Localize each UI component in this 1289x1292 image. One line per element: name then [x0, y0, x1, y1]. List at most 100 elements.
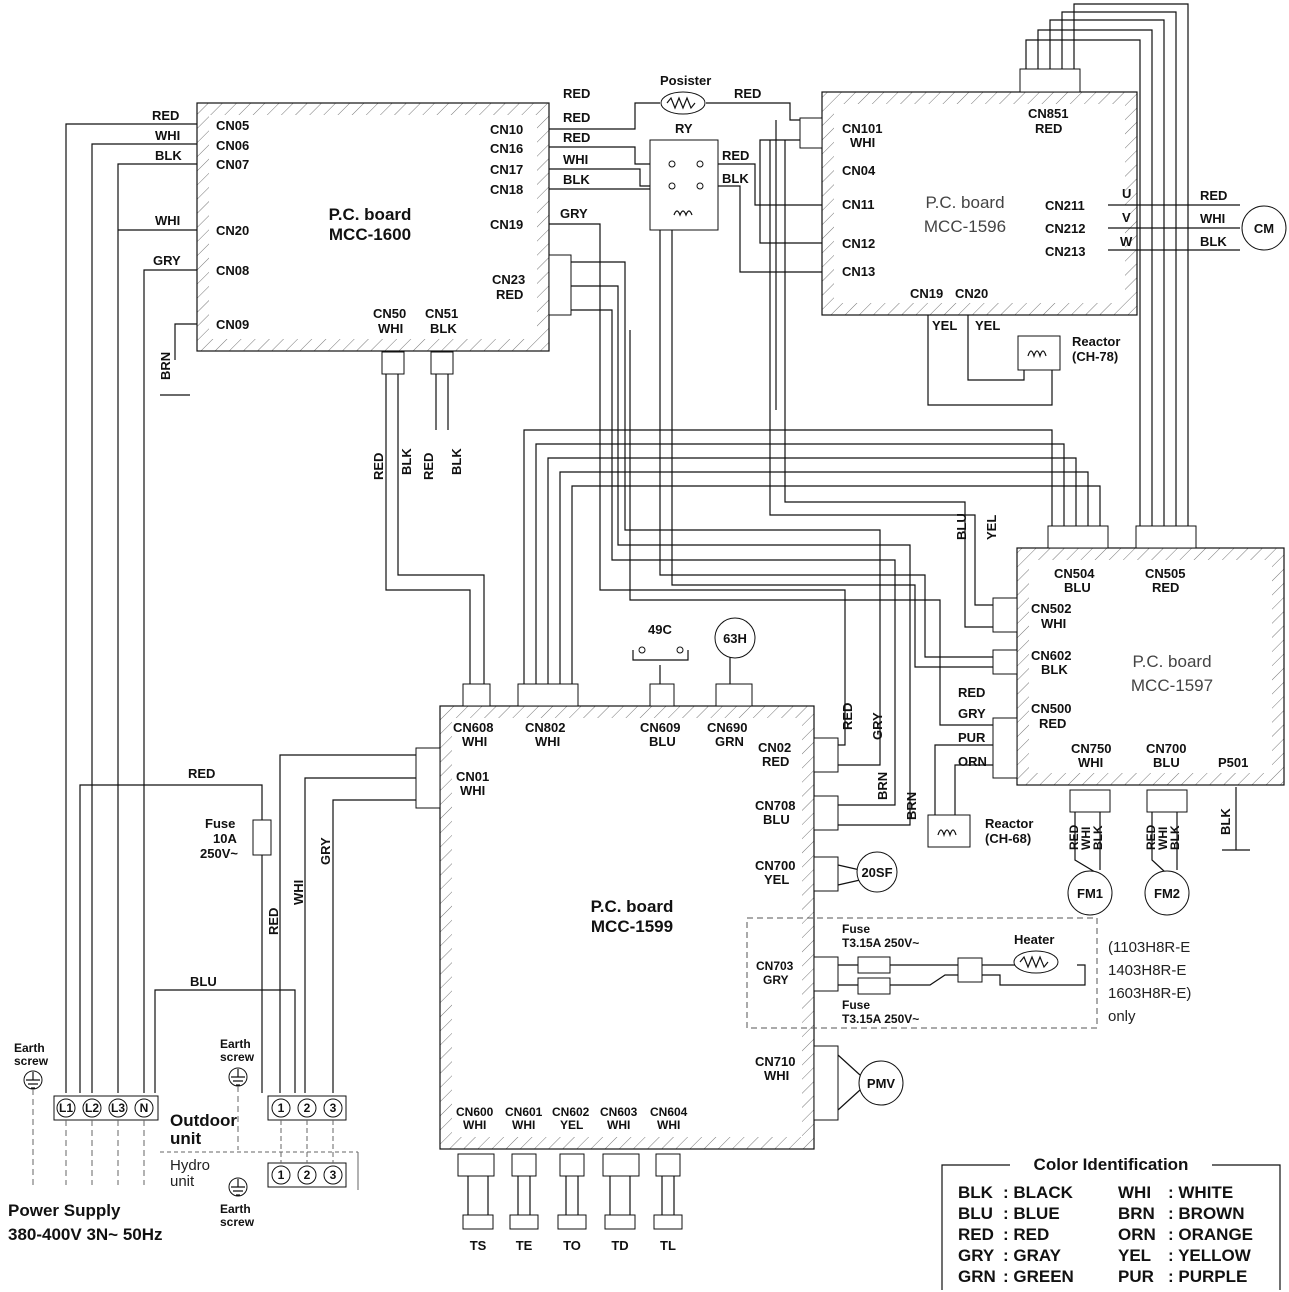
cn23-color: RED — [496, 287, 523, 302]
c49-contact-b — [676, 646, 684, 654]
wire-red-fm1: RED — [1067, 824, 1081, 850]
reactor78-type: (CH-78) — [1072, 349, 1118, 364]
cn01-label: CN01 — [456, 769, 489, 784]
cn601-label: CN601 — [505, 1105, 543, 1119]
cn603-color: WHI — [607, 1118, 630, 1132]
cn703-color: GRY — [763, 973, 789, 987]
wire-blk-l3: BLK — [155, 148, 182, 163]
cn690-plug — [715, 683, 753, 707]
wire-gry-t3: GRY — [318, 837, 333, 865]
wire-whi-fm2: WHI — [1156, 827, 1170, 850]
terminal-n: N — [140, 1101, 149, 1115]
cn23-label: CN23 — [492, 272, 525, 287]
ry-label: RY — [675, 121, 693, 136]
cn10-label: CN10 — [490, 122, 523, 137]
h63-switch-icon — [714, 617, 756, 659]
cn06-label: CN06 — [216, 138, 249, 153]
reactor78-label: Reactor — [1072, 334, 1120, 349]
power-terminal-block — [53, 1095, 159, 1121]
terminal-l2: L2 — [85, 1101, 99, 1115]
cn700b-label: CN700 — [1146, 741, 1186, 756]
earth-symbol-icon-1 — [26, 1072, 40, 1089]
wire-pur-cn500: PUR — [958, 730, 986, 745]
cn504-color: BLU — [1064, 580, 1091, 595]
wire-brn-earth: BRN — [158, 352, 173, 380]
cn504-plug — [1047, 525, 1109, 549]
legend-cell: : WHITE — [1168, 1183, 1233, 1202]
cn51-color: BLK — [430, 321, 457, 336]
legend-cell: YEL — [1118, 1246, 1151, 1265]
fuse-volt: 250V~ — [200, 846, 238, 861]
mcc1599-title: P.C. board — [591, 897, 674, 916]
fm1-fan-icon — [1067, 870, 1113, 916]
wire-blk-ry: BLK — [722, 171, 749, 186]
cn609-label: CN609 — [640, 720, 680, 735]
wire-whi-fm1: WHI — [1079, 827, 1093, 850]
power-supply-label: Power Supply — [8, 1201, 121, 1220]
sensor-connectors — [457, 1153, 681, 1177]
cn700b-color: BLU — [1153, 755, 1180, 770]
cn608-color: WHI — [462, 734, 487, 749]
heater-plug — [957, 957, 983, 983]
cn502-color: WHI — [1041, 616, 1066, 631]
wire-brn-cn708a: BRN — [875, 772, 890, 800]
pmv-valve-icon — [858, 1060, 904, 1106]
earth-symbol-icon-2 — [231, 1069, 245, 1086]
cn50-label: CN50 — [373, 306, 406, 321]
legend-title: Color Identification — [1034, 1155, 1189, 1174]
hydro-unit-label: unit — [170, 1173, 195, 1190]
cn703-plug — [813, 956, 839, 992]
fm2-fan-icon — [1144, 870, 1190, 916]
cn01-plug — [415, 747, 441, 809]
cn604-label: CN604 — [650, 1105, 688, 1119]
wire-whi-cn17: WHI — [563, 152, 588, 167]
cn08-label: CN08 — [216, 263, 249, 278]
mcc1597-model: MCC-1597 — [1131, 676, 1213, 695]
tl-label: TL — [660, 1238, 676, 1253]
legend-cell: : BLUE — [1003, 1204, 1060, 1223]
legend-cell: ORN — [1118, 1225, 1156, 1244]
cn609-plug — [649, 683, 675, 707]
wire-gry-cn02: GRY — [870, 712, 885, 740]
fm2-label: FM2 — [1154, 886, 1180, 901]
fuse-t1-label: Fuse — [842, 922, 870, 936]
legend-cell: : YELLOW — [1168, 1246, 1252, 1265]
cn802-plug — [517, 683, 579, 707]
cn51-label: CN51 — [425, 306, 458, 321]
heater-note-4: only — [1108, 1008, 1136, 1025]
wire-yel-cn20: YEL — [975, 318, 1000, 333]
legend-cell: : PURPLE — [1168, 1267, 1247, 1286]
wire-red-cn51: RED — [421, 453, 436, 480]
mcc1600-title: P.C. board — [329, 205, 412, 224]
power-supply-spec: 380-400V 3N~ 50Hz — [8, 1225, 163, 1244]
terminal-o3: 3 — [330, 1101, 337, 1115]
terminal-h2: 2 — [304, 1168, 311, 1182]
cn802-color: WHI — [535, 734, 560, 749]
fuse-label: Fuse — [205, 816, 235, 831]
cn609-color: BLU — [649, 734, 676, 749]
legend-cell: RED — [958, 1225, 994, 1244]
wire-red-cn500: RED — [958, 685, 985, 700]
cn23-plug — [548, 254, 572, 316]
sf20-label: 20SF — [861, 865, 892, 880]
cn07-label: CN07 — [216, 157, 249, 172]
ry-coil-icon — [673, 210, 693, 217]
cn19b-label: CN19 — [910, 286, 943, 301]
cn708-label: CN708 — [755, 798, 795, 813]
wire-red-fuse: RED — [188, 766, 215, 781]
pmv-label: PMV — [867, 1076, 896, 1091]
cn02-label: CN02 — [758, 740, 791, 755]
legend-cell: : GREEN — [1003, 1267, 1074, 1286]
cn12-label: CN12 — [842, 236, 875, 251]
wire-yel-cn19: YEL — [932, 318, 957, 333]
td-label: TD — [611, 1238, 628, 1253]
ry-contact3 — [668, 182, 676, 190]
cn604-color: WHI — [657, 1118, 680, 1132]
cn703-label: CN703 — [756, 959, 794, 973]
wire-whi-v: WHI — [1200, 211, 1225, 226]
cn101-label: CN101 — [842, 121, 882, 136]
wire-blk-w: BLK — [1200, 234, 1227, 249]
wire-red-cn10a: RED — [563, 86, 590, 101]
